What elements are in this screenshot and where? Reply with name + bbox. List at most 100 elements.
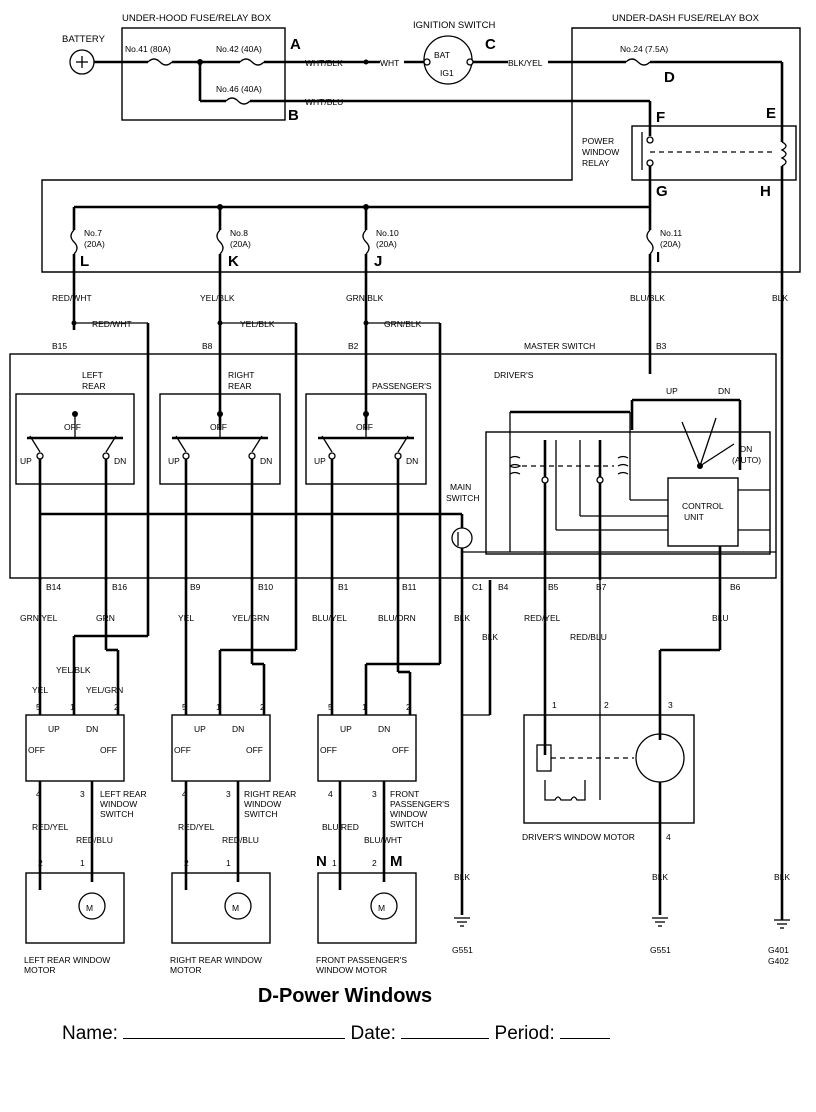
wire-label: BLU/YEL [312,613,347,623]
svg-text:UP: UP [48,724,60,734]
svg-text:UNIT: UNIT [684,512,704,522]
svg-text:OFF: OFF [392,745,409,755]
wire-label: RED/WHT [52,293,92,303]
svg-text:RELAY: RELAY [582,158,610,168]
wire-label: BLK [652,872,668,882]
point-k: K [228,253,239,270]
switch-arm [251,435,263,453]
svg-text:DN: DN [114,456,126,466]
svg-text:4: 4 [36,789,41,799]
svg-text:SWITCH: SWITCH [390,819,424,829]
svg-text:PASSENGER'S: PASSENGER'S [372,381,432,391]
wire-label: WHT/BLU [305,97,343,107]
svg-text:RED/YEL: RED/YEL [32,822,69,832]
point-c: C [485,36,496,53]
svg-text:DN: DN [86,724,98,734]
switch-terminal [102,452,110,460]
point-d: D [664,69,675,86]
wire-label: BLK [774,872,790,882]
svg-text:WINDOW: WINDOW [390,809,427,819]
switch-arm [397,435,409,453]
switch-arm [29,435,41,453]
svg-text:No.11: No.11 [660,228,682,238]
svg-text:FRONT: FRONT [390,789,419,799]
wire-label: GRN/BLK [384,319,422,329]
ignition-switch: IGNITION SWITCH BAT IG1 [413,20,495,85]
svg-text:M: M [232,903,239,913]
svg-text:WINDOW MOTOR: WINDOW MOTOR [316,965,387,975]
master-passenger-switch: PASSENGER'S OFF UP DN [305,381,432,485]
fuse-no42: No.42 (40A) [216,44,262,54]
svg-text:RED/BLU: RED/BLU [222,835,259,845]
svg-text:OFF: OFF [246,745,263,755]
page-title: D-Power Windows [257,985,433,1007]
point-n: N [316,853,327,870]
svg-text:OFF: OFF [320,745,337,755]
period-field[interactable] [560,1024,610,1039]
under-hood-box [121,27,286,121]
svg-text:MOTOR: MOTOR [170,965,201,975]
svg-text:2: 2 [406,702,411,712]
svg-text:OFF: OFF [210,422,227,432]
svg-text:BAT: BAT [434,50,450,60]
fuse-no10: No.10 (20A) [362,207,399,430]
connector-b15: B15 [52,341,67,351]
connector-b16: B16 [112,582,127,592]
switch-terminal [36,452,44,460]
svg-text:3: 3 [372,789,377,799]
master-right-rear-switch: RIGHT REAR OFF UP DN [159,370,281,485]
svg-text:1: 1 [70,702,75,712]
connector-b11: B11 [402,582,417,592]
fuse-no7: No.7 (20A) [70,207,105,330]
svg-text:(20A): (20A) [660,239,681,249]
svg-text:SWITCH: SWITCH [100,809,134,819]
svg-text:M: M [378,903,385,913]
switch-node [72,411,78,417]
wire-label: YEL [32,685,48,695]
point-i: I [656,249,660,266]
svg-text:OFF: OFF [356,422,373,432]
connector-b4: B4 [498,582,509,592]
svg-text:UP: UP [666,386,678,396]
svg-text:POWER: POWER [582,136,614,146]
svg-text:4: 4 [666,832,671,842]
svg-text:DN: DN [406,456,418,466]
svg-text:2: 2 [114,702,119,712]
drivers-switch-section: DRIVER'S UP DN DN (AUTO) [485,370,771,580]
under-dash-box-label: UNDER-DASH FUSE/RELAY BOX [612,13,760,24]
battery: BATTERY [62,34,106,75]
svg-text:REAR: REAR [82,381,106,391]
date-label: Date: [350,1023,396,1044]
wire-label: BLK/YEL [508,58,543,68]
right-rear-window-switch: UP DN OFF OFF RIGHT REAR WINDOW SWITCH [171,714,296,819]
svg-text:UP: UP [168,456,180,466]
point-h: H [760,183,771,200]
svg-text:No.42 (40A): No.42 (40A) [216,44,262,54]
date-field[interactable] [401,1024,490,1039]
fuse-no8: No.8 (20A) [216,207,251,430]
svg-text:1: 1 [332,858,337,868]
point-f: F [656,109,665,126]
svg-text:(20A): (20A) [230,239,251,249]
switch-arm [105,435,117,453]
right-rear-window-motor: M RIGHT REAR WINDOW MOTOR [170,872,271,975]
connector-b2: B2 [348,341,359,351]
name-field[interactable] [123,1024,346,1039]
svg-text:G402: G402 [768,956,789,966]
point-b: B [288,107,299,124]
drivers-window-motor: DRIVER'S WINDOW MOTOR [522,714,695,842]
svg-text:(20A): (20A) [376,239,397,249]
power-window-relay: POWER WINDOW RELAY [582,125,797,181]
wire-label: WHT [380,58,399,68]
svg-text:2: 2 [372,858,377,868]
svg-text:DRIVER'S WINDOW MOTOR: DRIVER'S WINDOW MOTOR [522,832,635,842]
battery-label: BATTERY [62,34,106,45]
point-j: J [374,253,382,270]
front-passenger-window-switch: UP DN OFF OFF FRONT PASSENGER'S WINDOW S… [317,714,450,829]
wire-label: WHT/BLK [305,58,343,68]
point-a: A [290,36,301,53]
svg-text:No.7: No.7 [84,228,102,238]
master-left-rear-switch: LEFT REAR OFF UP DN [15,370,135,485]
svg-text:(AUTO): (AUTO) [732,455,761,465]
point-m: M [390,853,403,870]
